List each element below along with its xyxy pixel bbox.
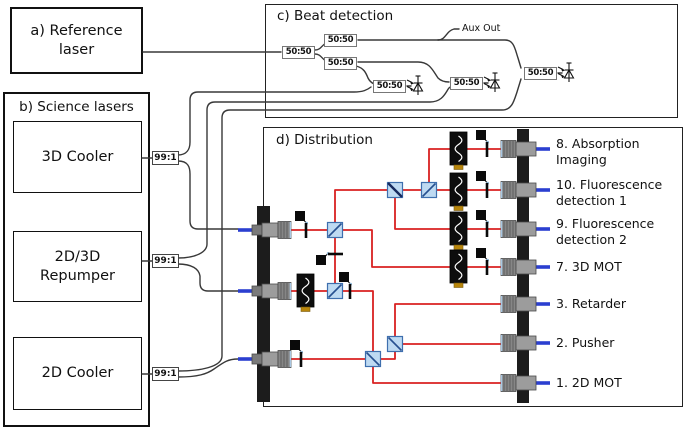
shutter-icon xyxy=(474,246,491,277)
beamsplitter-cube-icon xyxy=(364,350,382,368)
reference-laser-box: a) Reference laser xyxy=(10,7,143,74)
reference-laser-label-line1: a) Reference xyxy=(30,22,123,39)
beamsplitter-cube-icon xyxy=(326,282,344,300)
fiber-coupler-icon xyxy=(500,373,537,393)
shutter-icon xyxy=(474,128,491,159)
fiber-tips xyxy=(238,147,550,385)
fiber-coupler-icon xyxy=(500,219,537,239)
output-label-retarder: 3. Retarder xyxy=(556,296,626,312)
splitter-50-50: 50:50 xyxy=(324,34,357,47)
beamsplitter-cube-icon xyxy=(420,181,438,199)
output-line: 1. 2D MOT xyxy=(556,375,622,390)
aom-icon xyxy=(449,249,468,289)
tap-99-1: 99:1 xyxy=(152,254,179,268)
output-line: 3. Retarder xyxy=(556,296,626,311)
splitter-50-50: 50:50 xyxy=(282,46,315,59)
fiber-coupler-icon xyxy=(500,139,537,159)
fiber-coupler-icon xyxy=(500,257,537,277)
fiber-coupler-icon xyxy=(500,294,537,314)
shutter-icon xyxy=(474,208,491,239)
shutter-icon xyxy=(293,209,310,240)
output-label-2d-mot: 1. 2D MOT xyxy=(556,375,622,391)
aom-icon xyxy=(296,273,315,313)
beamsplitter-cube-icon xyxy=(386,335,404,353)
aom-icon xyxy=(449,211,468,251)
splitter-50-50: 50:50 xyxy=(324,57,357,70)
reference-laser-label-line2: laser xyxy=(58,41,95,58)
beat-detection-title: c) Beat detection xyxy=(277,8,394,24)
output-label-absorption-imaging: 8. Absorption Imaging xyxy=(556,136,640,167)
distribution-title: d) Distribution xyxy=(276,132,373,148)
laser-beams xyxy=(290,148,503,384)
shutter-icon xyxy=(288,338,305,369)
output-label-pusher: 2. Pusher xyxy=(556,335,614,351)
output-line: 10. Fluorescence xyxy=(556,177,663,192)
laser-3d-cooler-label: 3D Cooler xyxy=(41,148,114,165)
output-label-fluorescence-1: 10. Fluorescence detection 1 xyxy=(556,177,662,208)
splitter-50-50: 50:50 xyxy=(524,67,557,80)
laser-repumper-box: 2D/3D Repumper xyxy=(13,231,142,302)
output-line: detection 2 xyxy=(556,231,627,247)
output-line: 8. Absorption xyxy=(556,136,640,151)
shutter-icon xyxy=(474,169,491,200)
output-line: 9. Fluorescence xyxy=(556,216,655,231)
output-line: Imaging xyxy=(556,151,607,167)
output-line: 7. 3D MOT xyxy=(556,259,622,274)
output-label-3d-mot: 7. 3D MOT xyxy=(556,259,622,275)
laser-3d-cooler-box: 3D Cooler xyxy=(13,121,142,193)
beamsplitter-cube-icon xyxy=(326,221,344,239)
laser-2d-cooler-box: 2D Cooler xyxy=(13,337,142,410)
output-label-fluorescence-2: 9. Fluorescence detection 2 xyxy=(556,216,654,247)
tap-99-1: 99:1 xyxy=(152,367,179,381)
aux-out-label: Aux Out xyxy=(461,23,502,34)
shutter-icon xyxy=(314,250,345,267)
fiber-lines xyxy=(141,28,563,378)
laser-repumper-label: 2D/3D Repumper xyxy=(40,248,115,284)
aom-icon xyxy=(449,131,468,171)
splitter-50-50: 50:50 xyxy=(373,80,406,93)
mirror-cube-icon xyxy=(386,181,404,199)
output-line: 2. Pusher xyxy=(556,335,615,350)
laser-2d-cooler-label: 2D Cooler xyxy=(41,365,114,381)
aom-icon xyxy=(449,172,468,212)
fiber-coupler-icon xyxy=(500,180,537,200)
science-lasers-title: b) Science lasers xyxy=(19,99,134,115)
output-line: detection 1 xyxy=(556,192,627,208)
splitter-50-50: 50:50 xyxy=(450,77,483,90)
tap-99-1: 99:1 xyxy=(152,151,179,165)
fiber-coupler-icon xyxy=(500,333,537,353)
